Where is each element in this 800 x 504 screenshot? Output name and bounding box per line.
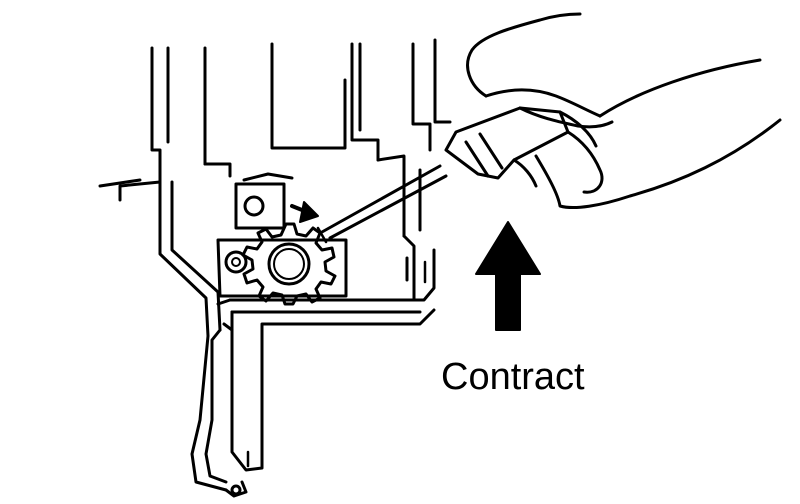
sprocket-gear bbox=[241, 222, 337, 306]
screwdriver-icon bbox=[316, 106, 570, 244]
bracket-plate bbox=[158, 180, 436, 498]
contract-label: Contract bbox=[441, 356, 585, 398]
tensioner-bracket bbox=[216, 172, 348, 298]
up-arrow-icon bbox=[475, 221, 541, 331]
hand-illustration bbox=[466, 12, 782, 210]
engine-housing bbox=[98, 38, 452, 302]
rotation-arrow-icon bbox=[290, 201, 319, 223]
